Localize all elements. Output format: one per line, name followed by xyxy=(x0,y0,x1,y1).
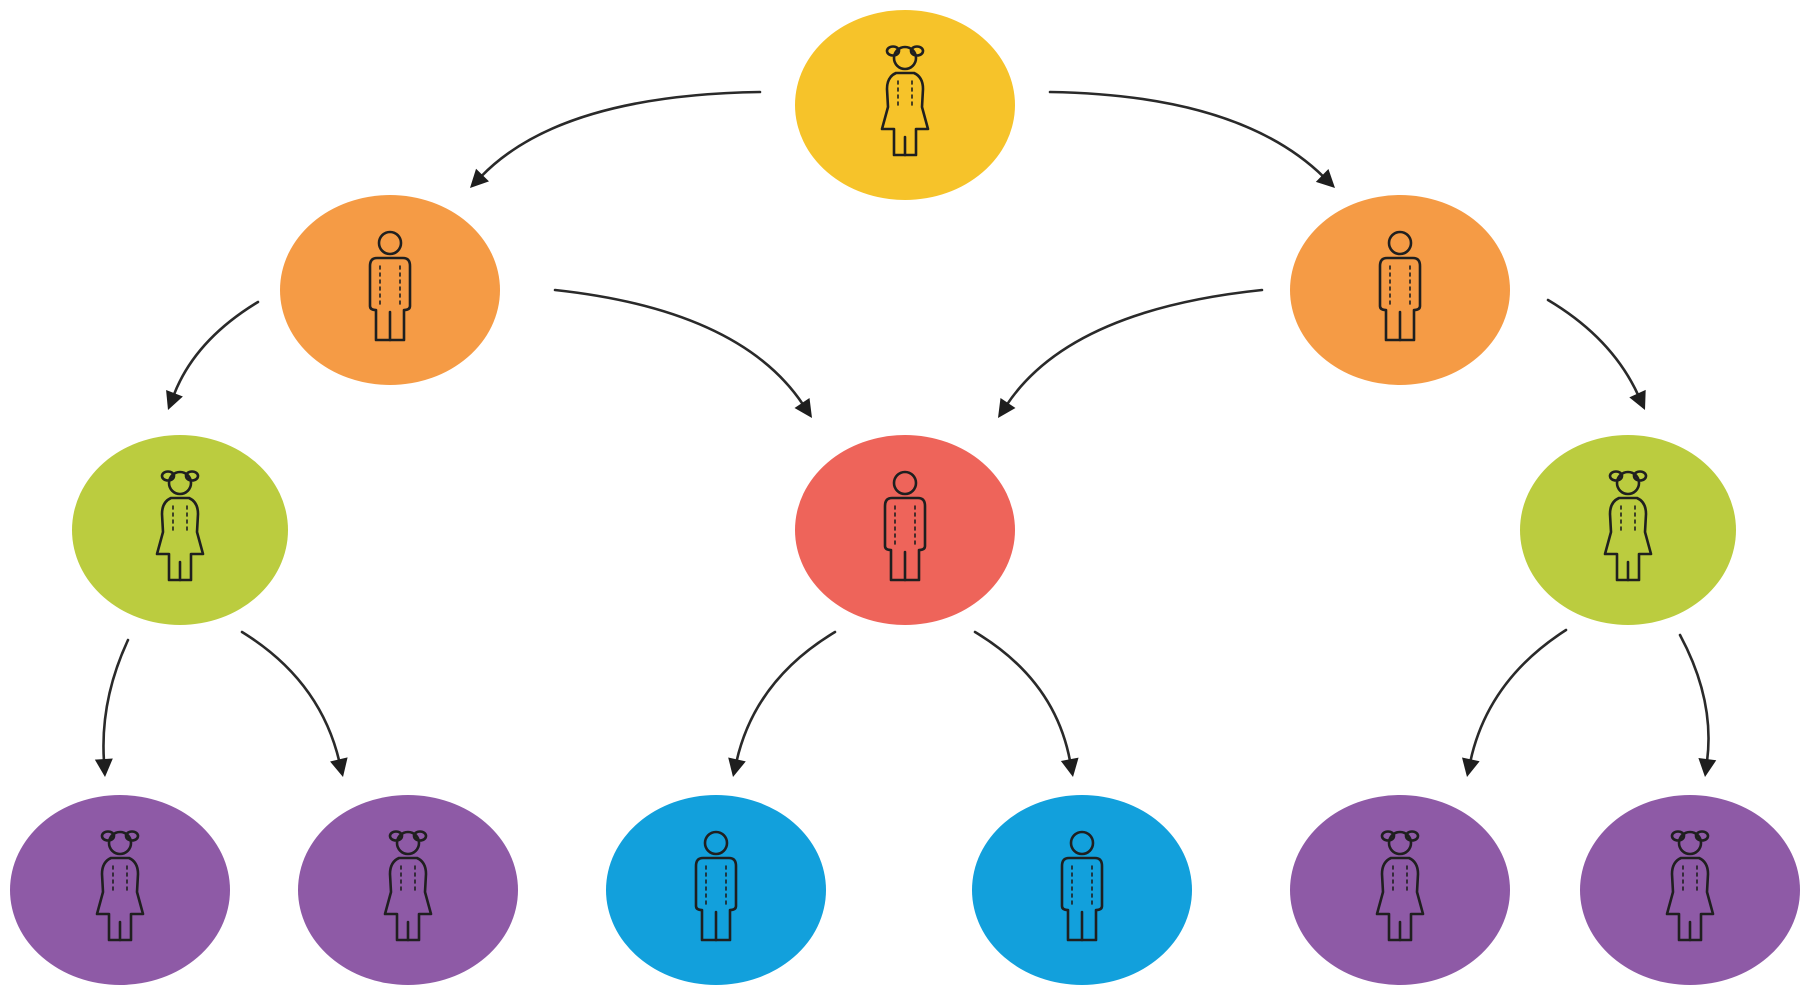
edge-child-left-to-grandchild-2 xyxy=(240,630,348,777)
female-icon xyxy=(155,470,205,582)
connector-curve xyxy=(973,630,1072,763)
arrowhead-icon xyxy=(94,758,113,777)
node-circle xyxy=(795,10,1015,200)
edge-child-center-to-grandchild-4 xyxy=(973,630,1079,777)
female-icon xyxy=(95,830,145,942)
connector-curve xyxy=(553,288,805,406)
connector-curve xyxy=(735,630,837,763)
arrowhead-icon xyxy=(1060,757,1079,777)
node-grandchild-2 xyxy=(298,795,518,985)
node-root xyxy=(795,10,1015,200)
arrowhead-icon xyxy=(794,398,812,418)
connector-curve xyxy=(172,300,260,397)
edge-parent-left-to-child-left xyxy=(166,300,260,410)
node-circle xyxy=(280,195,500,385)
connector-curve xyxy=(1469,628,1568,763)
male-icon xyxy=(1060,830,1104,942)
connector-curve xyxy=(1678,633,1710,763)
male-icon xyxy=(694,830,738,942)
connector-curve xyxy=(1005,288,1264,406)
node-circle xyxy=(1290,195,1510,385)
node-grandchild-1 xyxy=(10,795,230,985)
edge-root-to-parent-left xyxy=(470,90,762,188)
node-circle xyxy=(606,795,826,985)
connector-curve xyxy=(479,90,762,178)
edge-root-to-parent-right xyxy=(1048,90,1335,188)
node-child-left xyxy=(72,435,288,625)
node-circle xyxy=(10,795,230,985)
edge-child-center-to-grandchild-3 xyxy=(728,630,837,777)
female-icon xyxy=(1603,470,1653,582)
arrowhead-icon xyxy=(1698,757,1717,777)
edge-child-left-to-grandchild-1 xyxy=(94,638,130,777)
male-icon xyxy=(368,230,412,342)
node-circle xyxy=(1520,435,1736,625)
arrowhead-icon xyxy=(470,168,489,188)
edge-child-right-to-grandchild-5 xyxy=(1462,628,1568,777)
arrowhead-icon xyxy=(998,398,1016,418)
node-grandchild-5 xyxy=(1290,795,1510,985)
arrowhead-icon xyxy=(1462,757,1480,777)
arrowhead-icon xyxy=(1315,168,1335,188)
node-grandchild-3 xyxy=(606,795,826,985)
node-child-right xyxy=(1520,435,1736,625)
edge-parent-right-to-child-right xyxy=(1546,298,1646,410)
female-icon xyxy=(1375,830,1425,942)
arrowhead-icon xyxy=(728,757,746,777)
node-grandchild-4 xyxy=(972,795,1192,985)
node-circle xyxy=(972,795,1192,985)
arrowhead-icon xyxy=(330,757,348,777)
node-circle xyxy=(795,435,1015,625)
arrowhead-icon xyxy=(1629,389,1646,410)
female-icon xyxy=(880,45,930,157)
node-parent-right xyxy=(1290,195,1510,385)
female-icon xyxy=(1665,830,1715,942)
nodes-layer xyxy=(10,10,1800,985)
edge-parent-left-to-child-center xyxy=(553,288,812,418)
node-parent-left xyxy=(280,195,500,385)
connector-curve xyxy=(240,630,341,763)
edge-child-right-to-grandchild-6 xyxy=(1678,633,1717,777)
node-circle xyxy=(72,435,288,625)
female-icon xyxy=(383,830,433,942)
edges-layer xyxy=(94,90,1717,777)
connector-curve xyxy=(1546,298,1640,397)
arrowhead-icon xyxy=(166,389,183,410)
node-circle xyxy=(1580,795,1800,985)
connector-curve xyxy=(1048,90,1325,179)
male-icon xyxy=(883,470,927,582)
node-circle xyxy=(1290,795,1510,985)
node-circle xyxy=(298,795,518,985)
node-grandchild-6 xyxy=(1580,795,1800,985)
edge-parent-right-to-child-center xyxy=(998,288,1264,418)
male-icon xyxy=(1378,230,1422,342)
connector-curve xyxy=(102,638,130,763)
node-child-center xyxy=(795,435,1015,625)
